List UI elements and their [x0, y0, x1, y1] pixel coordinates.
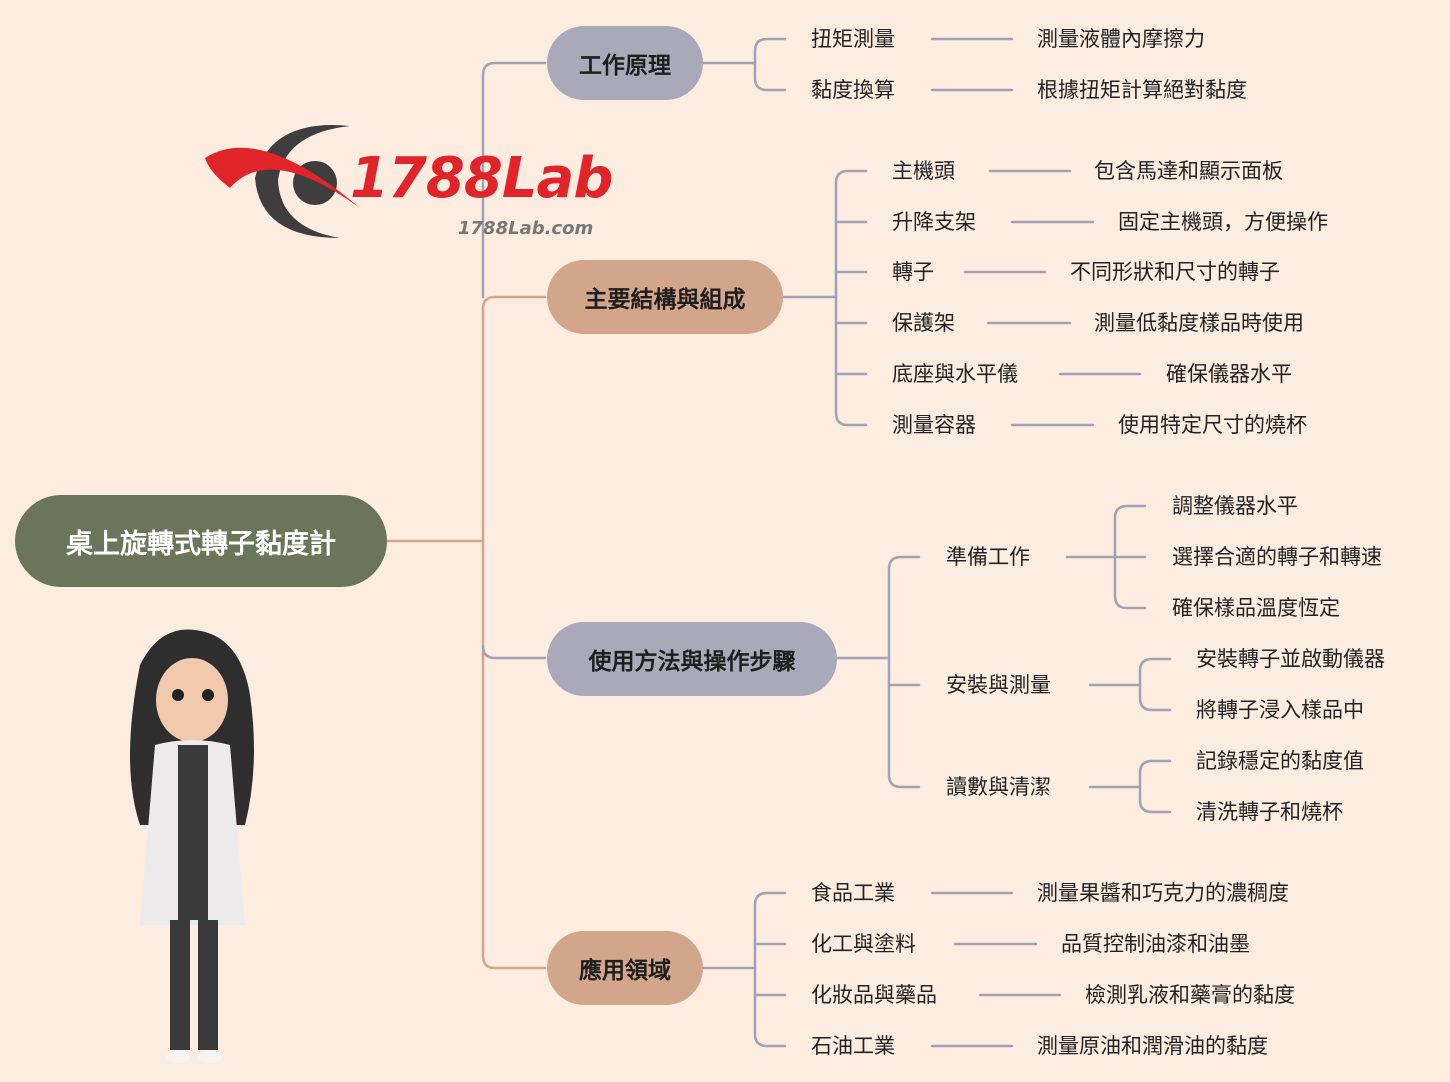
node-label[interactable]: 準備工作 [946, 545, 1030, 569]
node-detail[interactable]: 固定主機頭，方便操作 [1118, 210, 1328, 234]
scientist-illustration [130, 629, 254, 1063]
branch-node-working-principle[interactable]: 工作原理 [547, 26, 703, 100]
node-detail[interactable]: 確保樣品溫度恆定 [1172, 596, 1340, 620]
logo-url: 1788Lab.com [458, 218, 594, 239]
node-label[interactable]: 黏度換算 [811, 78, 895, 102]
node-label[interactable]: 化妝品與藥品 [811, 983, 937, 1007]
node-detail[interactable]: 包含馬達和顯示面板 [1094, 159, 1283, 183]
branch-node-applications[interactable]: 應用領域 [547, 931, 703, 1005]
node-label[interactable]: 主機頭 [892, 159, 955, 183]
node-detail[interactable]: 檢測乳液和藥膏的黏度 [1085, 983, 1295, 1007]
node-label[interactable]: 石油工業 [811, 1034, 895, 1058]
node-detail[interactable]: 測量果醬和巧克力的濃稠度 [1037, 881, 1289, 905]
node-detail[interactable]: 調整儀器水平 [1172, 494, 1298, 518]
node-detail[interactable]: 安裝轉子並啟動儀器 [1196, 647, 1385, 671]
node-label[interactable]: 食品工業 [811, 881, 895, 905]
node-detail[interactable]: 使用特定尺寸的燒杯 [1118, 413, 1307, 437]
node-label[interactable]: 轉子 [892, 260, 934, 284]
branch-node-usage-steps[interactable]: 使用方法與操作步驟 [547, 622, 837, 696]
node-label[interactable]: 讀數與清潔 [946, 775, 1051, 799]
node-detail[interactable]: 測量液體內摩擦力 [1037, 27, 1205, 51]
node-label[interactable]: 升降支架 [892, 210, 976, 234]
logo: 1788Lab 1788Lab.com [200, 118, 630, 248]
node-label[interactable]: 化工與塗料 [811, 932, 916, 956]
node-detail[interactable]: 將轉子浸入樣品中 [1196, 698, 1364, 722]
node-label[interactable]: 測量容器 [892, 413, 976, 437]
node-detail[interactable]: 測量低黏度樣品時使用 [1094, 311, 1304, 335]
node-detail[interactable]: 選擇合適的轉子和轉速 [1172, 545, 1382, 569]
node-label[interactable]: 底座與水平儀 [892, 362, 1018, 386]
node-detail[interactable]: 根據扭矩計算絕對黏度 [1037, 78, 1247, 102]
node-label[interactable]: 保護架 [892, 311, 955, 335]
logo-brand: 1788Lab [350, 146, 613, 211]
node-label[interactable]: 扭矩測量 [811, 27, 895, 51]
root-node[interactable]: 桌上旋轉式轉子黏度計 [15, 495, 387, 587]
node-detail[interactable]: 測量原油和潤滑油的黏度 [1037, 1034, 1268, 1058]
node-detail[interactable]: 記錄穩定的黏度值 [1196, 749, 1364, 773]
branch-node-structure[interactable]: 主要結構與組成 [547, 260, 783, 334]
node-label[interactable]: 安裝與測量 [946, 673, 1051, 697]
node-detail[interactable]: 清洗轉子和燒杯 [1196, 800, 1343, 824]
logo-emblem-icon [205, 125, 360, 238]
node-detail[interactable]: 品質控制油漆和油墨 [1061, 932, 1250, 956]
node-detail[interactable]: 確保儀器水平 [1166, 362, 1292, 386]
node-detail[interactable]: 不同形狀和尺寸的轉子 [1070, 260, 1280, 284]
